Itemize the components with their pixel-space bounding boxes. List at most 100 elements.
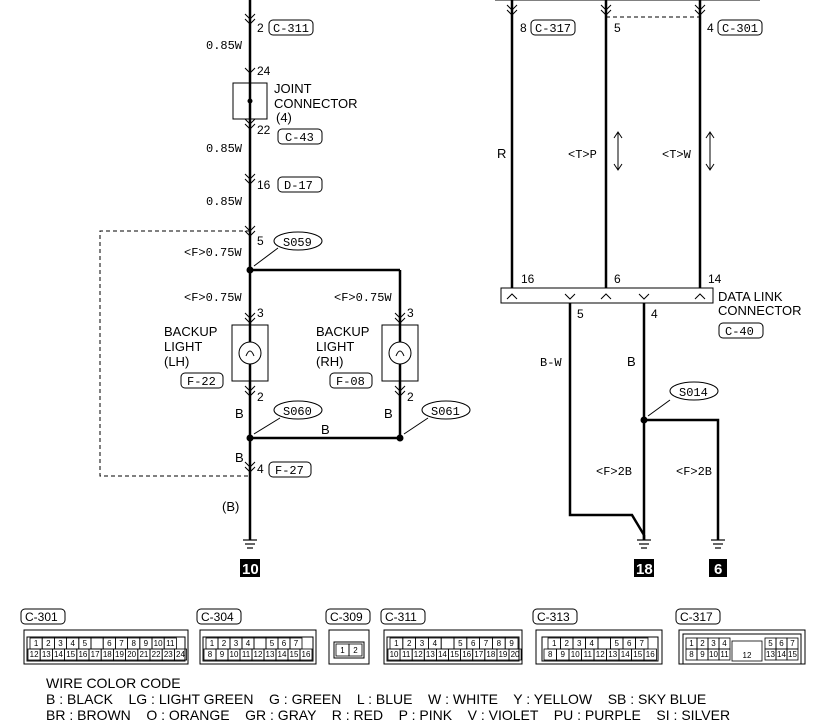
connector-title: C-304: [201, 610, 234, 624]
pin-number: 16: [646, 650, 655, 659]
pin-number: 10: [154, 639, 163, 648]
pin-number: 21: [139, 650, 148, 659]
joint-connector-label: (4): [276, 110, 292, 125]
pin-number: 3: [577, 639, 582, 648]
pin-label: 3: [407, 306, 414, 320]
pin-number: 8: [208, 650, 213, 659]
legend-title: WIRE COLOR CODE: [46, 675, 181, 691]
wire-color-label: B: [627, 354, 636, 369]
splice-label: S061: [431, 405, 460, 419]
pin-number: 12: [254, 650, 263, 659]
pin-cell: [508, 648, 522, 661]
pin-label: 4: [257, 462, 264, 476]
pin-number: 8: [131, 639, 136, 648]
pin-cell: [786, 648, 799, 661]
pin-cell: [597, 637, 611, 650]
connector-code: C-311: [273, 22, 309, 36]
pin-label: 14: [708, 272, 722, 286]
pin-number: 4: [590, 639, 595, 648]
pin-number: 15: [788, 650, 797, 659]
pin-number: 8: [497, 639, 502, 648]
pin-number: 18: [486, 650, 495, 659]
pin-number: 5: [615, 639, 620, 648]
wire-color-label: R: [497, 146, 506, 161]
pin-label: 4: [651, 307, 658, 321]
pin-number: 9: [220, 650, 225, 659]
pin-number: 4: [246, 639, 251, 648]
legend-line: BR : BROWN O : ORANGE GR : GRAY R : RED …: [46, 707, 730, 723]
pin-label: 22: [257, 123, 271, 137]
pin-number: 11: [584, 650, 593, 659]
pin-label: 4: [707, 21, 714, 35]
wire-size-label: <F>0.75W: [334, 291, 392, 305]
splice-label: S014: [679, 386, 708, 400]
pin-number: 10: [571, 650, 580, 659]
pin-number: 14: [621, 650, 630, 659]
pin-number: 11: [242, 650, 251, 659]
pin-number: 13: [266, 650, 275, 659]
pin-label: 16: [521, 272, 535, 286]
connector-code: F-22: [187, 375, 216, 389]
wire-color-label: B: [321, 422, 330, 437]
pin-number: 10: [390, 650, 399, 659]
wire-color-label: <T>W: [662, 148, 692, 162]
connector-code: F-27: [275, 464, 304, 478]
pin-number: 9: [700, 650, 705, 659]
backup-light-rh-label: LIGHT: [316, 339, 354, 354]
pin-number: 17: [91, 650, 100, 659]
wire-color-label: B: [235, 450, 244, 465]
wire-color-label: (B): [222, 499, 239, 514]
pin-label: 24: [257, 64, 271, 78]
pin-number: 18: [103, 650, 112, 659]
pin-number: 13: [426, 650, 435, 659]
pin-number: 17: [474, 650, 483, 659]
pin-number: 7: [484, 639, 489, 648]
left-labels: 2 C-311 0.85W 24 JOINT CONNECTOR (4) 22 …: [164, 19, 471, 578]
pin-number: 1: [210, 639, 215, 648]
pin-number: 13: [608, 650, 617, 659]
pin-number: 24: [176, 650, 185, 659]
pin-number: 7: [640, 639, 645, 648]
connector-title: C-301: [25, 610, 58, 624]
pin-number: 15: [633, 650, 642, 659]
joint-connector-label: CONNECTOR: [274, 96, 358, 111]
wire-color-label: <F>2B: [676, 465, 712, 479]
backup-light-rh-label: BACKUP: [316, 324, 369, 339]
pin-cell: [90, 637, 104, 650]
pin-label: 2: [257, 390, 264, 404]
connector-titles: C-301 C-304 C-309 C-311 C-313 C-317: [25, 610, 713, 624]
pin-number: 9: [509, 639, 514, 648]
pin-number: 13: [766, 650, 775, 659]
pin-label: 3: [257, 306, 264, 320]
pin-number: 14: [54, 650, 63, 659]
pin-number: 15: [450, 650, 459, 659]
wire-color-label: <F>2B: [596, 465, 632, 479]
wire-size-label: <F>0.75W: [184, 291, 242, 305]
pin-number: 2: [46, 639, 51, 648]
left-circuit: [99, 0, 429, 549]
pin-number: 5: [458, 639, 463, 648]
backup-light-rh-label: (RH): [316, 354, 343, 369]
pin-number: 12: [743, 651, 752, 660]
pin-number: 23: [164, 650, 173, 659]
pin-number: 10: [230, 650, 239, 659]
connector-title: C-313: [537, 610, 570, 624]
pin-number: 4: [722, 639, 727, 648]
pin-cell: [253, 637, 267, 650]
pin-number: 8: [689, 650, 694, 659]
pin-number: 11: [402, 650, 411, 659]
pin-label: 2: [407, 390, 414, 404]
pin-number: 16: [78, 650, 87, 659]
pin-number: 22: [152, 650, 161, 659]
pin-number: 9: [144, 639, 149, 648]
pin-number: 2: [222, 639, 227, 648]
pin-number: 20: [511, 650, 520, 659]
wire-size-label: 0.85W: [206, 195, 243, 209]
pin-label: 5: [577, 307, 584, 321]
pin-number: 15: [66, 650, 75, 659]
pin-number: 4: [433, 639, 438, 648]
connector-code: C-301: [722, 22, 758, 36]
pin-number: 10: [709, 650, 718, 659]
data-link-connector-label: DATA LINK: [718, 289, 783, 304]
